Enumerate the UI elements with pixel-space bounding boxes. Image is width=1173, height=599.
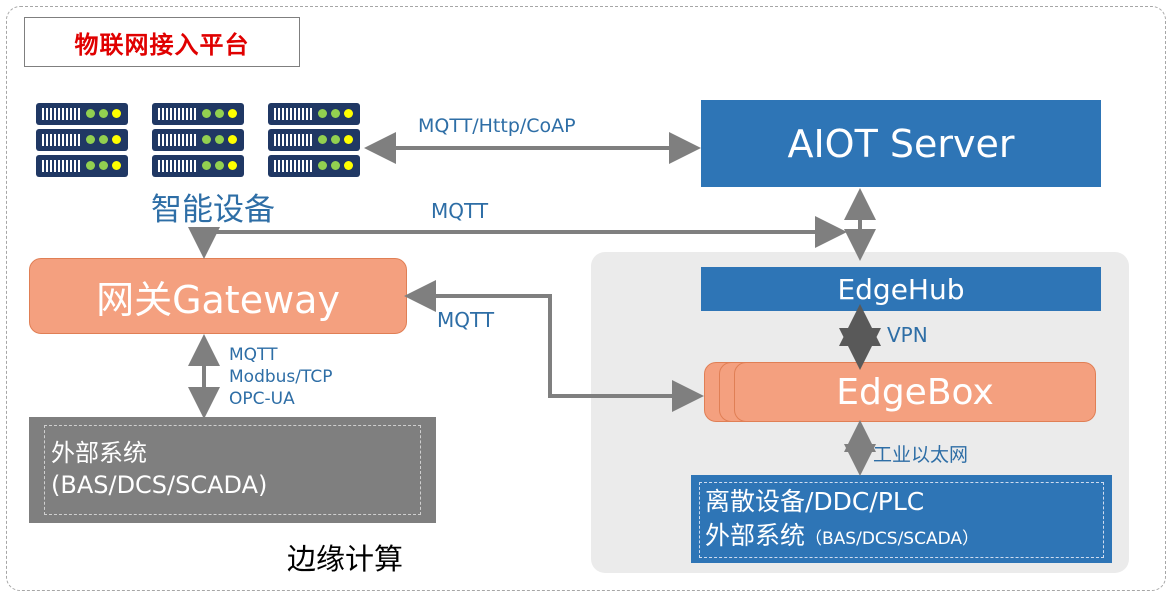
server-led-icon	[344, 135, 353, 144]
server-led-icon	[331, 161, 340, 170]
server-led-icon	[318, 109, 327, 118]
server-led-icon	[202, 135, 211, 144]
edge-computing-label: 边缘计算	[287, 542, 404, 576]
discrete-devices-box	[691, 475, 1112, 563]
platform-frame	[6, 6, 1166, 591]
server-icon	[36, 155, 128, 177]
protocol-gateway-external-2: Modbus/TCP	[229, 367, 333, 387]
server-icon	[36, 129, 128, 151]
external-system-line1: 外部系统	[51, 439, 147, 467]
server-led-icon	[86, 109, 95, 118]
platform-title: 物联网接入平台	[24, 17, 300, 67]
server-icon	[152, 129, 244, 151]
server-led-icon	[318, 135, 327, 144]
server-led-icon	[99, 109, 108, 118]
server-led-icon	[99, 135, 108, 144]
aiot-server-box: AIOT Server	[701, 100, 1101, 187]
server-led-icon	[202, 161, 211, 170]
protocol-edgebox-devices: 工业以太网	[873, 444, 969, 466]
discrete-devices-line2: 外部系统	[705, 521, 806, 550]
server-led-icon	[318, 161, 327, 170]
external-system-text: 外部系统 (BAS/DCS/SCADA)	[44, 425, 421, 515]
server-led-icon	[344, 161, 353, 170]
server-led-icon	[112, 135, 121, 144]
server-led-icon	[202, 109, 211, 118]
server-icon	[152, 155, 244, 177]
protocol-gateway-external: MQTT Modbus/TCP OPC-UA	[229, 344, 333, 410]
server-icon	[152, 103, 244, 125]
server-led-icon	[228, 135, 237, 144]
server-icon	[268, 155, 360, 177]
server-led-icon	[86, 135, 95, 144]
server-led-icon	[99, 161, 108, 170]
server-led-icon	[215, 109, 224, 118]
server-led-icon	[331, 109, 340, 118]
discrete-devices-line1: 离散设备/DDC/PLC	[705, 487, 925, 516]
protocol-devices-server: MQTT/Http/CoAP	[418, 115, 576, 137]
discrete-devices-text: 离散设备/DDC/PLC 外部系统（BAS/DCS/SCADA）	[699, 482, 1104, 558]
edgehub-box: EdgeHub	[701, 267, 1101, 311]
server-icon	[268, 103, 360, 125]
server-led-icon	[112, 109, 121, 118]
protocol-edgehub-edgebox: VPN	[887, 323, 928, 347]
server-led-icon	[344, 109, 353, 118]
smart-devices-group	[36, 103, 366, 179]
server-led-icon	[228, 161, 237, 170]
protocol-gateway-external-3: OPC-UA	[229, 389, 295, 409]
server-icon	[268, 129, 360, 151]
edgebox-box: EdgeBox	[734, 362, 1096, 422]
server-led-icon	[215, 161, 224, 170]
server-led-icon	[112, 161, 121, 170]
external-system-line2: (BAS/DCS/SCADA)	[51, 471, 268, 499]
gateway-box: 网关Gateway	[29, 258, 407, 334]
server-led-icon	[331, 135, 340, 144]
server-led-icon	[215, 135, 224, 144]
arrow-gateway-edgebox	[404, 280, 704, 412]
server-icon	[36, 103, 128, 125]
discrete-devices-line2-suffix: （BAS/DCS/SCADA）	[805, 529, 980, 549]
protocol-gateway-external-1: MQTT	[229, 345, 278, 365]
arrow-server-gateway	[188, 216, 847, 259]
server-led-icon	[86, 161, 95, 170]
server-led-icon	[228, 109, 237, 118]
external-system-box	[29, 417, 436, 523]
